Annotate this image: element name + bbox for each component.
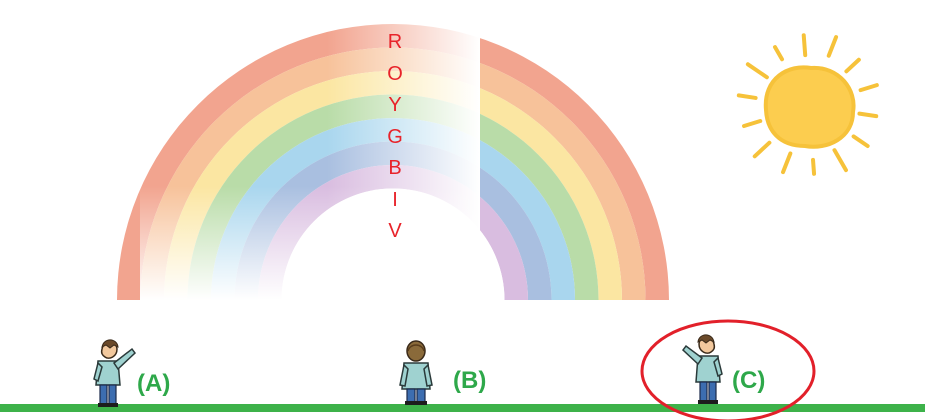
sun-ray: [773, 45, 785, 62]
sun-ray: [742, 119, 763, 129]
band-letter-y: Y: [388, 94, 402, 116]
sun-ray: [801, 33, 808, 58]
sun-ray: [832, 148, 848, 173]
band-letter-r: R: [387, 31, 403, 53]
observer-a-figure: [93, 339, 137, 407]
band-letter-o: O: [387, 62, 403, 85]
sun-ray: [752, 140, 772, 159]
sun-icon: [736, 33, 879, 176]
sun-ray: [811, 157, 817, 176]
observer-b-figure: [399, 340, 433, 405]
sun-ray: [745, 62, 769, 80]
observer-c-figure: [681, 334, 723, 404]
sun-ray: [851, 134, 870, 149]
observer-c-highlight-circle: [640, 319, 816, 420]
sun-ray: [857, 111, 879, 119]
observer-a-label: (A): [137, 370, 171, 397]
observer-c-label: (C): [732, 367, 766, 394]
band-letter-v: V: [388, 220, 402, 242]
sun-ray: [826, 35, 839, 58]
sun-ray: [781, 151, 793, 175]
sun-ray: [858, 83, 879, 93]
band-letter-b: B: [388, 157, 402, 179]
rainbow-fade-bottom: [140, 0, 480, 300]
band-letter-g: G: [387, 125, 403, 148]
band-letter-i: I: [392, 188, 398, 211]
ground-line: [0, 404, 925, 412]
sun-ray: [844, 57, 861, 74]
observer-b-label: (B): [453, 367, 487, 394]
sun-disc: [763, 65, 856, 149]
sun-ray: [736, 93, 758, 100]
